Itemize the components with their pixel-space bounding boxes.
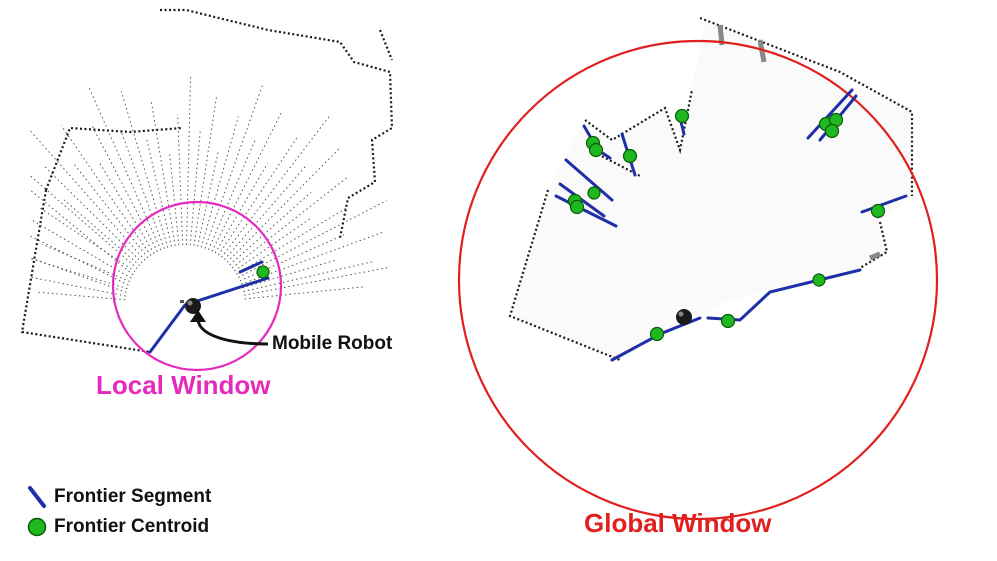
scan-ray <box>29 218 132 279</box>
local-window-circle <box>111 200 283 372</box>
scan-ray <box>29 257 128 290</box>
mobile-robot-label: Mobile Robot <box>272 333 393 354</box>
scan-ray <box>217 137 298 256</box>
left-map-walls <box>20 8 394 354</box>
mobile-robot-icon <box>180 298 201 314</box>
scan-ray <box>146 139 172 247</box>
scan-ray <box>238 200 387 278</box>
scan-ray <box>91 125 158 252</box>
scan-ray <box>29 276 126 297</box>
scan-ray <box>60 125 152 256</box>
legend-centroid-label: Frontier Centroid <box>54 516 210 537</box>
scan-ray <box>185 77 192 246</box>
scan-ray <box>197 149 220 247</box>
scan-ray <box>242 259 337 289</box>
left-frontier-centroid <box>256 265 270 279</box>
scan-ray <box>244 286 364 300</box>
scan-ray <box>223 165 307 261</box>
global-window-label: Global Window <box>584 508 772 538</box>
scan-ray <box>207 139 256 250</box>
scan-ray <box>168 151 180 246</box>
scan-ray <box>211 110 283 252</box>
right-occupancy-map <box>508 16 914 362</box>
right-frontier-centroids <box>567 108 886 342</box>
scan-ray <box>236 206 349 275</box>
scan-ray <box>229 191 312 266</box>
left-scan-rays <box>29 77 391 301</box>
legend-item-centroid: Frontier Centroid <box>26 512 211 542</box>
scan-ray <box>239 234 345 282</box>
left-frontier-segments <box>148 260 270 354</box>
scan-ray <box>38 206 136 273</box>
scan-ray <box>120 130 165 249</box>
scan-ray <box>243 260 376 292</box>
global-robot-icon <box>676 309 692 325</box>
scan-ray <box>72 162 149 259</box>
frontier-segment-icon <box>28 486 46 508</box>
scan-ray <box>88 86 162 251</box>
scan-ray <box>29 130 146 261</box>
scan-ray <box>214 163 268 254</box>
scan-ray <box>204 85 263 249</box>
local-window-label: Local Window <box>96 370 271 400</box>
scan-ray <box>234 217 312 272</box>
left-occupancy-map <box>20 8 394 354</box>
scan-ray <box>189 130 201 246</box>
legend: Frontier Segment Frontier Centroid <box>26 482 211 542</box>
robot-pointer-arrow <box>190 310 269 346</box>
scan-ray <box>120 91 169 248</box>
scan-ray <box>150 100 176 246</box>
scan-ray <box>193 95 218 246</box>
scan-ray <box>63 199 141 267</box>
scan-ray <box>35 291 126 301</box>
scan-ray <box>200 116 239 248</box>
scan-ray <box>177 114 184 246</box>
scan-ray <box>226 146 342 263</box>
legend-segment-label: Frontier Segment <box>54 486 212 507</box>
global-window-circle <box>457 39 939 521</box>
legend-item-segment: Frontier Segment <box>26 482 211 512</box>
scan-ray <box>231 177 348 269</box>
scan-ray <box>44 166 143 264</box>
frontier-centroid-icon <box>27 517 47 537</box>
scan-ray <box>221 115 330 258</box>
